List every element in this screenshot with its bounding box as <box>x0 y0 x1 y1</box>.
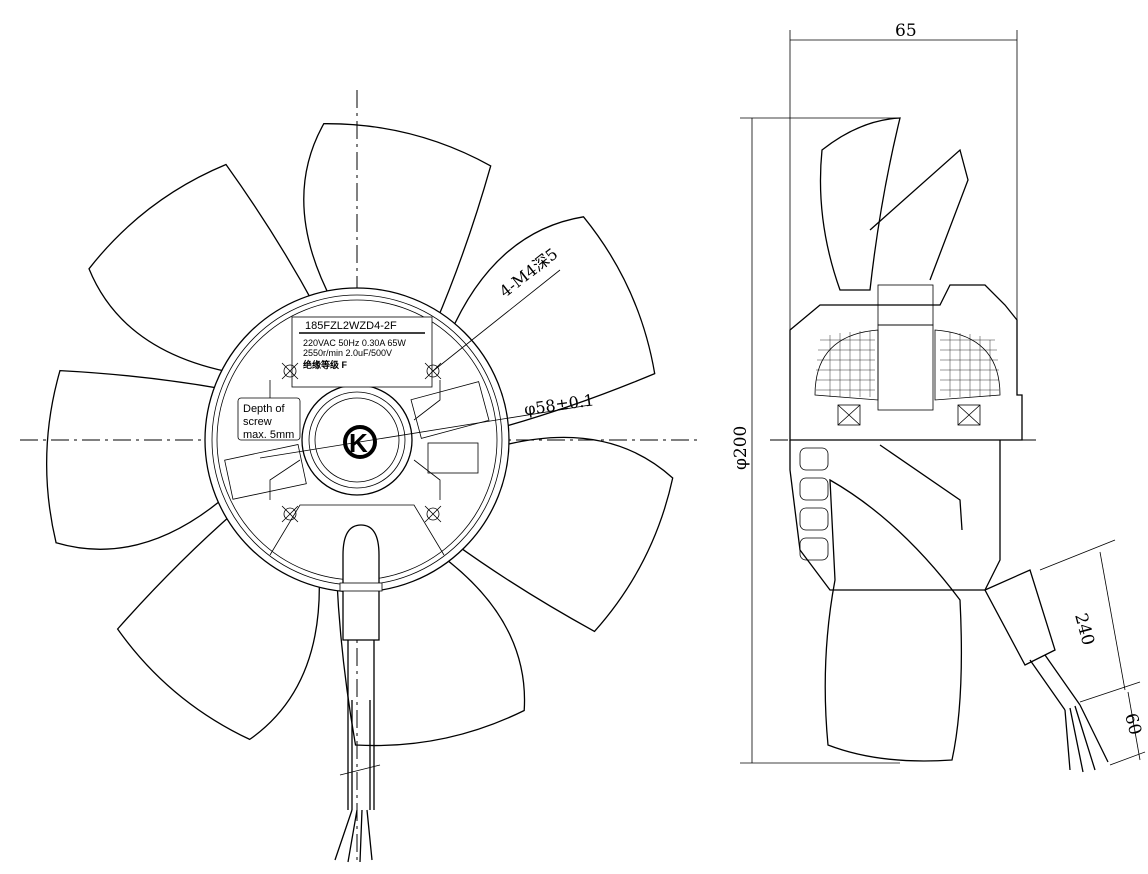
hub-ring <box>308 391 406 489</box>
screw-hole-icon <box>424 505 442 523</box>
cable-grommet <box>342 524 380 641</box>
cable-ext-mid <box>1079 681 1141 703</box>
screw-depth-note-box <box>237 397 301 441</box>
side-cable-grommet <box>984 569 1056 666</box>
hub-diameter-line <box>259 404 591 459</box>
motor-lower-body <box>789 440 1001 591</box>
lead-wires <box>334 809 373 863</box>
nameplate-insulation: 绝缘等级 F <box>303 359 348 370</box>
k-logo-icon: K <box>343 425 377 459</box>
hub-ring-inner <box>314 397 400 483</box>
bearing-left-cross <box>837 404 861 426</box>
bearing-right <box>957 404 981 426</box>
side-view: 65 φ200 <box>731 21 1146 773</box>
bearing-left <box>837 404 861 426</box>
screw-leader-line <box>432 269 561 372</box>
side-blade-mid <box>879 444 963 531</box>
cable-length-dim <box>1099 551 1126 691</box>
housing-window-left <box>224 444 307 500</box>
winding-hatch <box>816 331 999 397</box>
cable-length-label: 240 <box>1070 611 1098 648</box>
fan-blade <box>88 163 316 374</box>
cable-guide <box>269 504 445 556</box>
note-line-2: screw <box>243 416 272 428</box>
cable <box>347 640 375 810</box>
side-cable <box>1029 654 1081 711</box>
note-line-3: max. 5mm <box>243 429 294 441</box>
screw-holes <box>281 362 442 523</box>
depth-label: 65 <box>895 21 917 41</box>
screw-hole-icon <box>281 362 299 380</box>
fan-blade <box>448 216 656 430</box>
strip-length-label: 60 <box>1120 711 1145 737</box>
housing-slot <box>427 442 479 474</box>
motor-housing-section <box>789 284 1023 441</box>
cooling-slots <box>799 447 829 561</box>
bearing-right-cross <box>957 404 981 426</box>
strip-length-dim <box>1127 691 1141 761</box>
housing-window-right <box>410 381 490 439</box>
nameplate <box>291 316 433 388</box>
side-blade-bottom <box>824 478 963 762</box>
front-view: 185FZL2WZD4-2F 220VAC 50Hz 0.30A 65W 255… <box>20 90 700 863</box>
screw-hole-icon <box>281 505 299 523</box>
fan-blade <box>116 509 320 741</box>
side-blade-top <box>819 117 901 291</box>
nameplate-electrical: 220VAC 50Hz 0.30A 65W <box>303 338 406 348</box>
logo-text: K <box>349 428 368 458</box>
cable-clamp <box>339 582 383 592</box>
fan-blade <box>303 123 492 325</box>
screw-callout: 4-M4深5 <box>496 244 562 301</box>
side-blade-top-back <box>869 148 969 281</box>
nameplate-model: 185FZL2WZD4-2F <box>305 320 397 332</box>
fan-blade <box>46 369 229 550</box>
note-line-1: Depth of <box>243 403 286 415</box>
windings <box>814 329 1001 401</box>
fan-blade <box>336 552 526 747</box>
cable-ext-top <box>1039 539 1116 571</box>
cable-break-mark <box>339 764 381 776</box>
nameplate-speed: 2550r/min 2.0uF/500V <box>303 348 392 358</box>
hub-diameter-label: φ58±0.1 <box>523 390 595 419</box>
diameter-label: φ200 <box>731 426 751 470</box>
side-lead-wires <box>1064 704 1109 773</box>
